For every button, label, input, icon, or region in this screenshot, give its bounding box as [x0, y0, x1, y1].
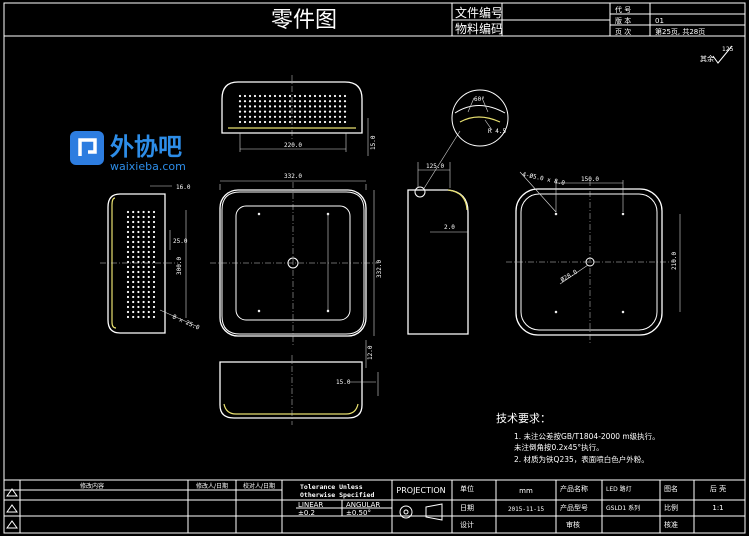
date-label: 日期 — [460, 504, 474, 512]
version-label: 版 本 — [615, 16, 631, 25]
drawing-name-label: 图名 — [664, 484, 678, 493]
dim-right-hole: 4-Ø5.0 x 8.0 — [522, 171, 566, 187]
scale-value: 1:1 — [712, 504, 723, 512]
title-block: 修改内容 修改人/日期 校对人/日期 Tolerance Unless Othe… — [4, 479, 745, 533]
surface-finish-symbol: 其余 125 — [700, 45, 734, 64]
page-label: 页 次 — [615, 27, 631, 36]
unit-value: mm — [519, 487, 533, 495]
dim-side-mid: 2.0 — [444, 224, 455, 231]
front-view: 332.0 332.0 — [210, 173, 383, 345]
dim-bottom-w: 15.0 — [336, 379, 351, 386]
tech-line-1: 1. 未注公差按GB/T1804-2000 m级执行。 — [514, 431, 660, 441]
product-model-value: GSLD1 系列 — [606, 504, 640, 512]
material-no-label: 物料编码 — [455, 21, 503, 36]
tol-title-1: Tolerance Unless — [300, 483, 363, 491]
tol-title-2: Otherwise Specified — [300, 491, 374, 499]
dim-right-width: 150.0 — [581, 176, 599, 183]
top-view: 220.0 15.0 — [221, 75, 377, 156]
mount-holes-front — [257, 212, 330, 313]
design-label: 设计 — [460, 520, 474, 529]
code-label: 代 号 — [615, 5, 631, 14]
unit-label: 单位 — [460, 484, 474, 493]
surface-label: 其余 — [700, 54, 714, 63]
version-value: 01 — [655, 17, 664, 25]
product-model-label: 产品型号 — [560, 503, 588, 512]
angular-label: ANGULAR — [346, 501, 380, 509]
dim-top-height: 15.0 — [370, 135, 377, 150]
tech-requirements: 技术要求： 1. 未注公差按GB/T1804-2000 m级执行。 未注倒角按0… — [496, 412, 660, 464]
dim-side-top: 125.0 — [426, 163, 444, 170]
check-date-header: 校对人/日期 — [243, 482, 275, 490]
revision-header: 修改内容 — [80, 482, 104, 490]
surface-value: 125 — [722, 46, 734, 53]
angular-value: ±0.50° — [346, 509, 371, 517]
vent-holes-left — [126, 210, 156, 319]
header-block: 零件图 文件编号 物料编码 代 号 版 本 01 页 次 第25页, 共28页 — [271, 3, 745, 36]
left-view: 16.0 25.0 300.0 8 x 25.0 — [100, 184, 201, 334]
projection-label: PROJECTION — [396, 486, 445, 495]
scale-label: 比例 — [664, 503, 678, 512]
dim-left-width: 16.0 — [176, 184, 191, 191]
watermark-url: waixieba.com — [110, 160, 186, 173]
back-view: 150.0 4-Ø5.0 x 8.0 210.0 Ø28.0 — [506, 171, 681, 345]
tech-title: 技术要求： — [496, 412, 551, 425]
review-label: 审核 — [566, 520, 580, 529]
dim-front-width: 332.0 — [284, 173, 302, 180]
tech-line-2: 未注倒角按0.2x45°执行。 — [514, 442, 604, 452]
dim-detail-angle: 60° — [474, 96, 485, 103]
watermark: 外协吧 waixieba.com — [70, 131, 186, 173]
mount-holes-back — [554, 212, 625, 314]
linear-label: LINEAR — [298, 501, 323, 509]
dim-left-a: 25.0 — [173, 238, 188, 245]
detail-view: 60° R 4.5 — [451, 89, 509, 147]
dim-top-width: 220.0 — [284, 142, 302, 149]
drawing-title: 零件图 — [271, 8, 337, 33]
date-value: 2015-11-15 — [508, 506, 545, 513]
tech-line-3: 2. 材质为铁Q235，表面喷白色户外粉。 — [514, 454, 649, 464]
rev-date-header: 修改人/日期 — [196, 482, 228, 490]
dim-right-height: 210.0 — [671, 252, 678, 270]
linear-value: ±0.2 — [298, 509, 315, 517]
dim-detail-r: R 4.5 — [488, 128, 506, 135]
product-name-label: 产品名称 — [560, 484, 588, 493]
outer-border — [3, 2, 746, 534]
dim-front-height: 332.0 — [376, 260, 383, 278]
dim-bottom-h: 12.0 — [367, 345, 374, 360]
vent-holes-top — [238, 94, 347, 124]
watermark-brand: 外协吧 — [110, 133, 182, 161]
drawing-name-value: 后 壳 — [710, 484, 726, 493]
approve-label: 核准 — [664, 520, 678, 529]
page-value: 第25页, 共28页 — [655, 27, 705, 36]
dim-right-center: Ø28.0 — [560, 268, 579, 283]
side-profile-view: 125.0 2.0 — [407, 130, 469, 335]
bottom-view: 12.0 15.0 — [219, 340, 379, 425]
file-no-label: 文件编号 — [455, 5, 503, 20]
dim-left-b: 300.0 — [176, 257, 183, 275]
projection-symbol — [399, 503, 443, 521]
product-name-value: LED 路灯 — [606, 485, 632, 493]
